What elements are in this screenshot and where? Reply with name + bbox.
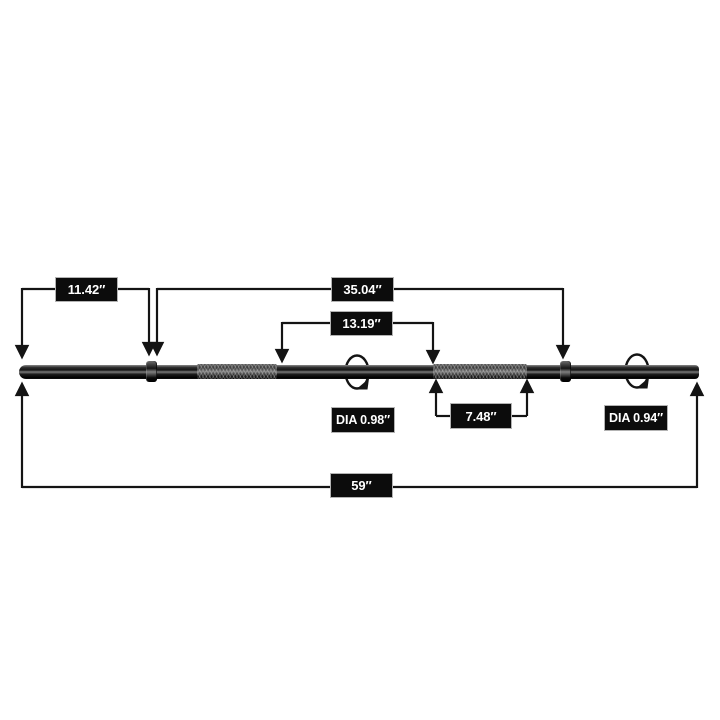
dim-grip-section-lines [428,378,535,418]
dim-label-dia-sleeve: DIA 0.94″ [604,405,668,431]
dim-label-overall-length: 59″ [330,473,393,498]
dim-label-sleeve-left: 11.42″ [55,277,118,302]
barbell-collar-right [560,361,571,382]
dim-label-center-section: 13.19″ [330,311,393,336]
knurl-section-right [433,364,527,379]
barbell-shaft [19,365,699,379]
dim-label-grip-section: 7.48″ [450,403,512,429]
dim-between-collars-lines [149,287,571,360]
knurl-section-left [197,364,277,379]
dim-label-between-collars: 35.04″ [331,277,394,302]
dim-label-dia-center: DIA 0.98″ [331,407,395,433]
barbell-collar-left [146,361,157,382]
